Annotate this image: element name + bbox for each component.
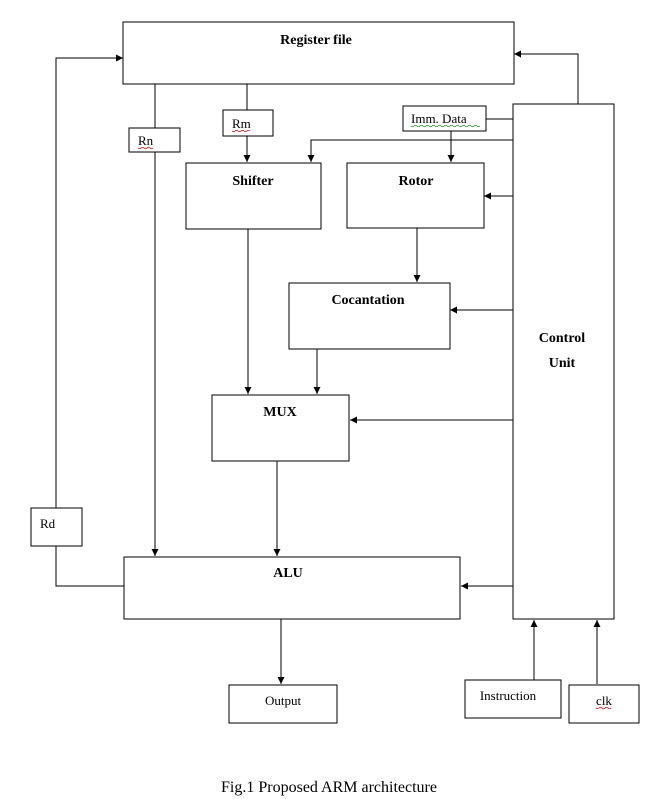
- register-file-label: Register file: [280, 33, 352, 48]
- imm-data-block: Imm. Data: [402, 105, 487, 132]
- register-file-block: Register file: [122, 21, 515, 85]
- mux-block: MUX: [211, 394, 350, 462]
- rm-block: Rm: [222, 109, 274, 137]
- mux-label: MUX: [263, 405, 296, 420]
- rn-label: Rn: [138, 133, 154, 148]
- wire-alu-rd: [55, 546, 124, 587]
- cocantation-block: Cocantation: [288, 282, 451, 350]
- cocantation-label: Cocantation: [331, 293, 404, 308]
- output-block: Output: [228, 684, 338, 724]
- rn-block: Rn: [128, 127, 181, 153]
- figure-caption: Fig.1 Proposed ARM architecture: [221, 779, 437, 796]
- control-unit-label-line1: Control: [539, 331, 586, 346]
- imm-data-label: Imm. Data: [411, 111, 467, 126]
- wires: [55, 50, 601, 684]
- wire-rd-regfile: [55, 54, 123, 508]
- instruction-block: Instruction: [464, 679, 562, 719]
- wire-bus-shifter: [307, 139, 513, 162]
- alu-label: ALU: [273, 566, 303, 581]
- shifter-block: Shifter: [185, 162, 322, 230]
- output-label: Output: [265, 693, 302, 708]
- instruction-label: Instruction: [480, 688, 537, 703]
- control-unit-label-line2: Unit: [549, 356, 576, 371]
- shifter-label: Shifter: [232, 174, 273, 189]
- control-unit-block: Control Unit: [512, 103, 615, 620]
- clk-label: clk: [596, 693, 612, 708]
- grammar-underline: [410, 124, 481, 128]
- alu-block: ALU: [123, 556, 461, 620]
- spellcheck-underline: [137, 146, 154, 150]
- rd-label: Rd: [40, 516, 56, 531]
- spellcheck-underline: [595, 706, 612, 710]
- rd-block: Rd: [30, 507, 83, 547]
- rm-label: Rm: [232, 116, 251, 131]
- spellcheck-underline: [231, 129, 251, 133]
- clk-block: clk: [568, 684, 640, 724]
- rotor-block: Rotor: [346, 162, 485, 229]
- wire-control-regfile: [514, 50, 579, 104]
- rotor-label: Rotor: [399, 174, 434, 189]
